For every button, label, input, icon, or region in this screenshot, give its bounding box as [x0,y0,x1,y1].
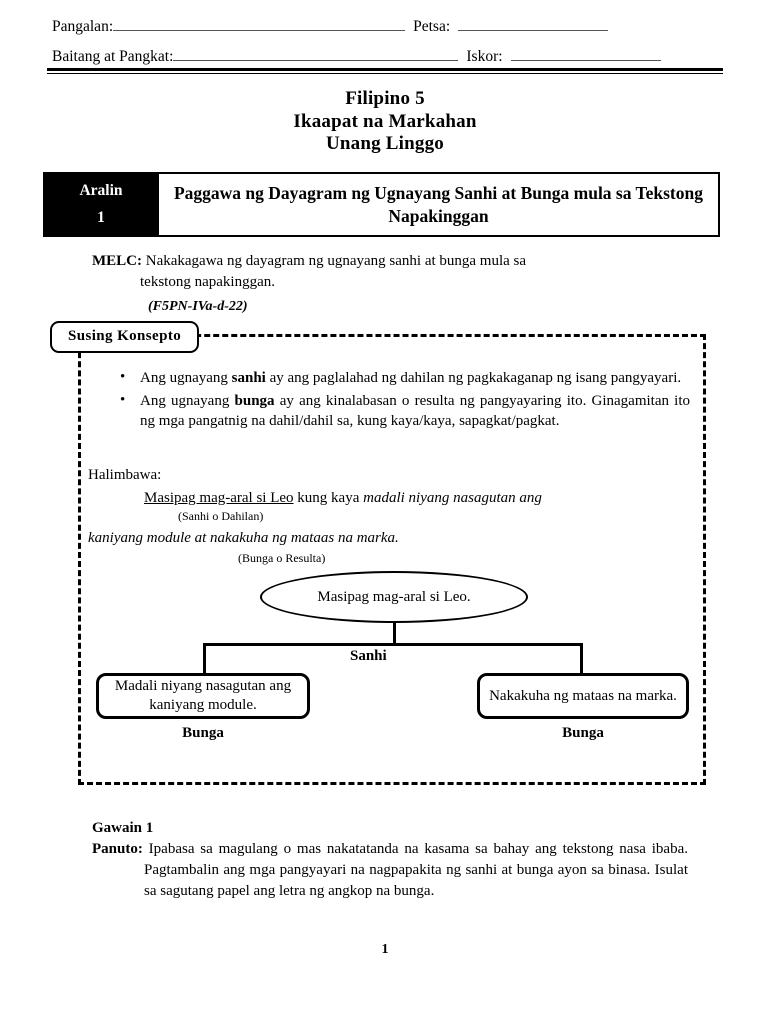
name-date-row: Pangalan: Petsa: [52,14,722,40]
key-concept-bullets: Ang ugnayang sanhi ay ang paglalahad ng … [112,367,690,434]
diagram-connector-right [580,643,583,675]
example-cause-phrase: Masipag mag-aral si Leo [144,490,294,506]
key-concept-label: Susing Konsepto [50,321,200,353]
melc-code: (F5PN-IVa-d-22) [148,299,248,314]
score-label: Iskor: [466,48,503,65]
name-input-line[interactable] [113,17,406,31]
page-number: 1 [381,942,389,957]
diagram-effect-box-right: Nakakuha ng mataas na marka. [477,673,689,719]
melc-first-line: MELC: Nakakagawa ng dayagram ng ugnayang… [92,251,692,272]
lesson-tag-number: 1 [97,209,105,226]
example-sentence-part1: Masipag mag-aral si Leo kung kaya madali… [88,486,698,509]
bullet-1-pre: Ang ugnayang [140,392,235,409]
diagram-cause-oval: Masipag mag-aral si Leo. [260,571,528,623]
bullet-item: Ang ugnayang bunga ay ang kinalabasan o … [112,390,690,432]
diagram-connector-bar [203,643,583,646]
cause-effect-diagram: Masipag mag-aral si Leo. Sanhi Madali ni… [78,560,706,765]
page-title: Filipino 5 Ikaapat na Markahan Unang Lin… [0,88,770,156]
bullet-0-keyword: sanhi [231,370,266,386]
bullet-0-post: ay ang paglalahad ng dahilan ng pagkakag… [265,370,682,386]
example-connector: kung kaya [293,490,364,506]
key-concept-box [78,334,706,785]
activity-instruction-text: Ipabasa sa magulang o mas nakatatanda na… [142,841,688,899]
section-label: Baitang at Pangkat: [52,48,174,65]
example-caption-effect: (Bunga o Resulta) [238,551,326,565]
activity-title: Gawain 1 [92,820,154,836]
diagram-connector-left [203,643,206,675]
bullet-1-keyword: bunga [234,392,275,409]
example-caption-cause: (Sanhi o Dahilan) [178,509,264,523]
student-info-header: Pangalan: Petsa: Baitang at Pangkat: Isk… [52,14,722,70]
name-label: Pangalan: [52,18,114,35]
lesson-tag-word: Aralin [79,182,123,199]
lesson-title: Paggawa ng Dayagram ng Ugnayang Sanhi at… [159,172,720,237]
diagram-effect-box-left: Madali niyang nasagutan ang kaniyang mod… [96,673,310,719]
diagram-connector-stem [393,623,396,645]
example-effect-phrase-b: kaniyang module at nakakuha ng mataas na… [88,530,399,546]
melc-label: MELC: [92,253,142,269]
section-score-row: Baitang at Pangkat: Iskor: [52,44,722,70]
bullet-1-post: ay ang kinalabasan o resulta ng pangyaya… [140,392,690,430]
header-divider-rule [47,68,723,74]
title-quarter: Ikaapat na Markahan [293,110,477,132]
date-input-line[interactable] [458,17,609,31]
melc-text-line2: tekstong napakinggan. [140,274,275,290]
title-week: Unang Linggo [325,133,445,154]
melc-block: MELC: Nakakagawa ng dayagram ng ugnayang… [92,251,692,317]
activity-block: Gawain 1 Panuto: Ipabasa sa magulang o m… [92,818,688,902]
lesson-banner: Aralin 1 Paggawa ng Dayagram ng Ugnayang… [43,172,720,237]
activity-instruction-label: Panuto: [92,841,143,857]
title-subject: Filipino 5 [345,88,425,109]
score-input-line[interactable] [510,47,661,61]
diagram-effect-label-left: Bunga [182,725,224,741]
diagram-effect-label-right: Bunga [562,725,604,741]
activity-instructions: Panuto: Ipabasa sa magulang o mas nakata… [92,839,688,902]
example-effect-phrase-a: madali niyang nasagutan ang [363,490,542,506]
example-heading: Halimbawa: [88,467,162,483]
bullet-0-pre: Ang ugnayang [140,370,232,386]
date-label: Petsa: [413,18,451,35]
example-block: Halimbawa: Masipag mag-aral si Leo kung … [88,465,698,566]
lesson-number-tag: Aralin 1 [43,172,159,237]
section-input-line[interactable] [173,47,459,61]
diagram-cause-label: Sanhi [344,648,393,665]
melc-text-line1: Nakakagawa ng dayagram ng ugnayang sanhi… [145,253,527,269]
bullet-item: Ang ugnayang sanhi ay ang paglalahad ng … [112,367,690,389]
